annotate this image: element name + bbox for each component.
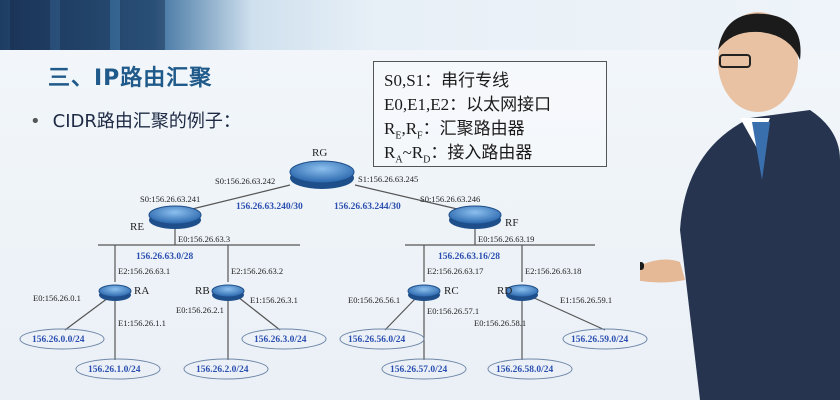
router-label: RB	[195, 285, 210, 297]
router-rb: RB	[195, 284, 245, 301]
link-d-n59	[531, 296, 606, 331]
router-label: RD	[497, 285, 512, 297]
interface-label: E0:156.26.63.3	[178, 234, 230, 244]
slide-header-banner	[0, 0, 840, 50]
legend-text: R	[384, 143, 396, 162]
link-g-f	[354, 184, 471, 213]
legend-line-aggregation: RE,RF：汇聚路由器	[384, 114, 525, 141]
bullet-text: CIDR路由汇聚的例子：	[52, 111, 241, 132]
interface-label: E2:156.26.63.2	[231, 266, 283, 276]
bullet-line: • CIDR路由汇聚的例子：	[30, 107, 241, 133]
interface-label: E0:156.26.57.1	[427, 306, 479, 316]
interface-label: S1:156.26.63.245	[358, 174, 418, 184]
interface-label: E0:156.26.58.1	[474, 318, 526, 328]
network-label: 156.26.56.0/24	[348, 335, 406, 345]
banner-image-tile	[60, 0, 110, 50]
slide-title: 三、IP路由汇聚	[48, 66, 213, 91]
interface-label: S0:156.26.63.242	[215, 176, 275, 186]
link-a-n0	[64, 297, 109, 331]
interface-label: E1:156.26.3.1	[250, 295, 298, 305]
interface-label: S0:156.26.63.241	[140, 194, 200, 204]
interface-label: E1:156.26.1.1	[118, 318, 166, 328]
router-label: RF	[505, 217, 518, 229]
network-label: 156.26.63.244/30	[334, 202, 401, 212]
router-label: RG	[312, 147, 327, 159]
legend-box: S0,S1：串行专线 E0,E1,E2：以太网接口 RE,RF：汇聚路由器 RA…	[373, 61, 607, 167]
banner-image-tile	[120, 0, 165, 50]
router-rf: RF	[448, 205, 518, 229]
network-label: 156.26.1.0/24	[88, 365, 141, 375]
legend-sub: A	[395, 154, 403, 166]
legend-text: ：接入路由器	[430, 143, 533, 162]
legend-text: ~R	[402, 143, 424, 162]
router-ra: RA	[98, 284, 149, 301]
interface-label: E1:156.26.59.1	[560, 295, 612, 305]
network-label: 156.26.0.0/24	[32, 335, 85, 345]
network-label: 156.26.2.0/24	[196, 365, 249, 375]
network-label: 156.26.63.240/30	[236, 202, 303, 212]
interface-label: E2:156.26.63.17	[427, 266, 483, 276]
network-label: 156.26.59.0/24	[571, 335, 629, 345]
link-c-n56	[384, 297, 417, 331]
network-label: 156.26.63.0/28	[136, 252, 194, 262]
legend-text: ：汇聚路由器	[422, 119, 525, 138]
legend-line-serial: S0,S1：串行专线	[384, 71, 510, 90]
link-b-n3	[237, 296, 281, 331]
legend-sub: E	[395, 130, 402, 142]
legend-line-access: RA~RD：接入路由器	[384, 138, 532, 165]
interface-label: E0:156.26.63.19	[478, 234, 534, 244]
presenter-figure	[640, 12, 840, 400]
router-label: RA	[134, 285, 149, 297]
interface-label: E0:156.26.0.1	[33, 293, 81, 303]
router-rd: RD	[497, 284, 539, 301]
interface-label: E2:156.26.63.1	[118, 266, 170, 276]
leaf-network-ovals	[19, 328, 648, 380]
bullet-marker: •	[30, 111, 41, 132]
links	[64, 184, 606, 360]
legend-text: ,R	[401, 119, 418, 138]
router-label: RE	[130, 221, 144, 233]
router-rc: RC	[407, 284, 459, 301]
router-re: RE	[130, 205, 202, 233]
legend-text: R	[384, 119, 396, 138]
interface-label: E2:156.26.63.18	[525, 266, 581, 276]
link-g-e	[179, 184, 291, 213]
router-label: RC	[444, 285, 459, 297]
network-label: 156.26.3.0/24	[254, 335, 307, 345]
network-label: 156.26.58.0/24	[496, 365, 554, 375]
banner-image-tile	[10, 0, 50, 50]
interface-label: S0:156.26.63.246	[420, 194, 480, 204]
interface-label: E0:156.26.2.1	[176, 305, 224, 315]
network-label: 156.26.63.16/28	[438, 252, 500, 262]
legend-sub: F	[417, 130, 423, 142]
legend-line-ethernet: E0,E1,E2：以太网接口	[384, 95, 552, 114]
interface-label: E0:156.26.56.1	[348, 295, 400, 305]
legend-sub: D	[423, 154, 431, 166]
router-rg: RG	[289, 147, 355, 189]
network-label: 156.26.57.0/24	[390, 365, 448, 375]
